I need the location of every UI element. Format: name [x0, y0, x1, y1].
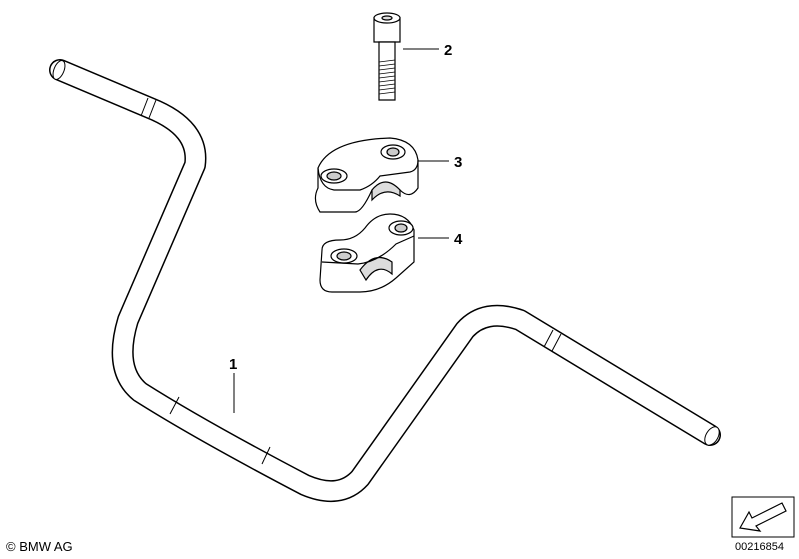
bolt [373, 12, 401, 101]
callout-3: 3 [454, 154, 462, 171]
upper-clamp [314, 137, 419, 213]
diagram-id-label: 00216854 [735, 541, 784, 553]
copyright-label: © BMW AG [6, 539, 73, 554]
leader-lines [233, 48, 449, 413]
callout-2: 2 [444, 42, 452, 59]
callout-1: 1 [229, 356, 237, 373]
arrow-view-icon [731, 496, 795, 538]
lower-clamp [319, 213, 415, 293]
handlebar [49, 59, 721, 503]
callout-4: 4 [454, 231, 463, 248]
